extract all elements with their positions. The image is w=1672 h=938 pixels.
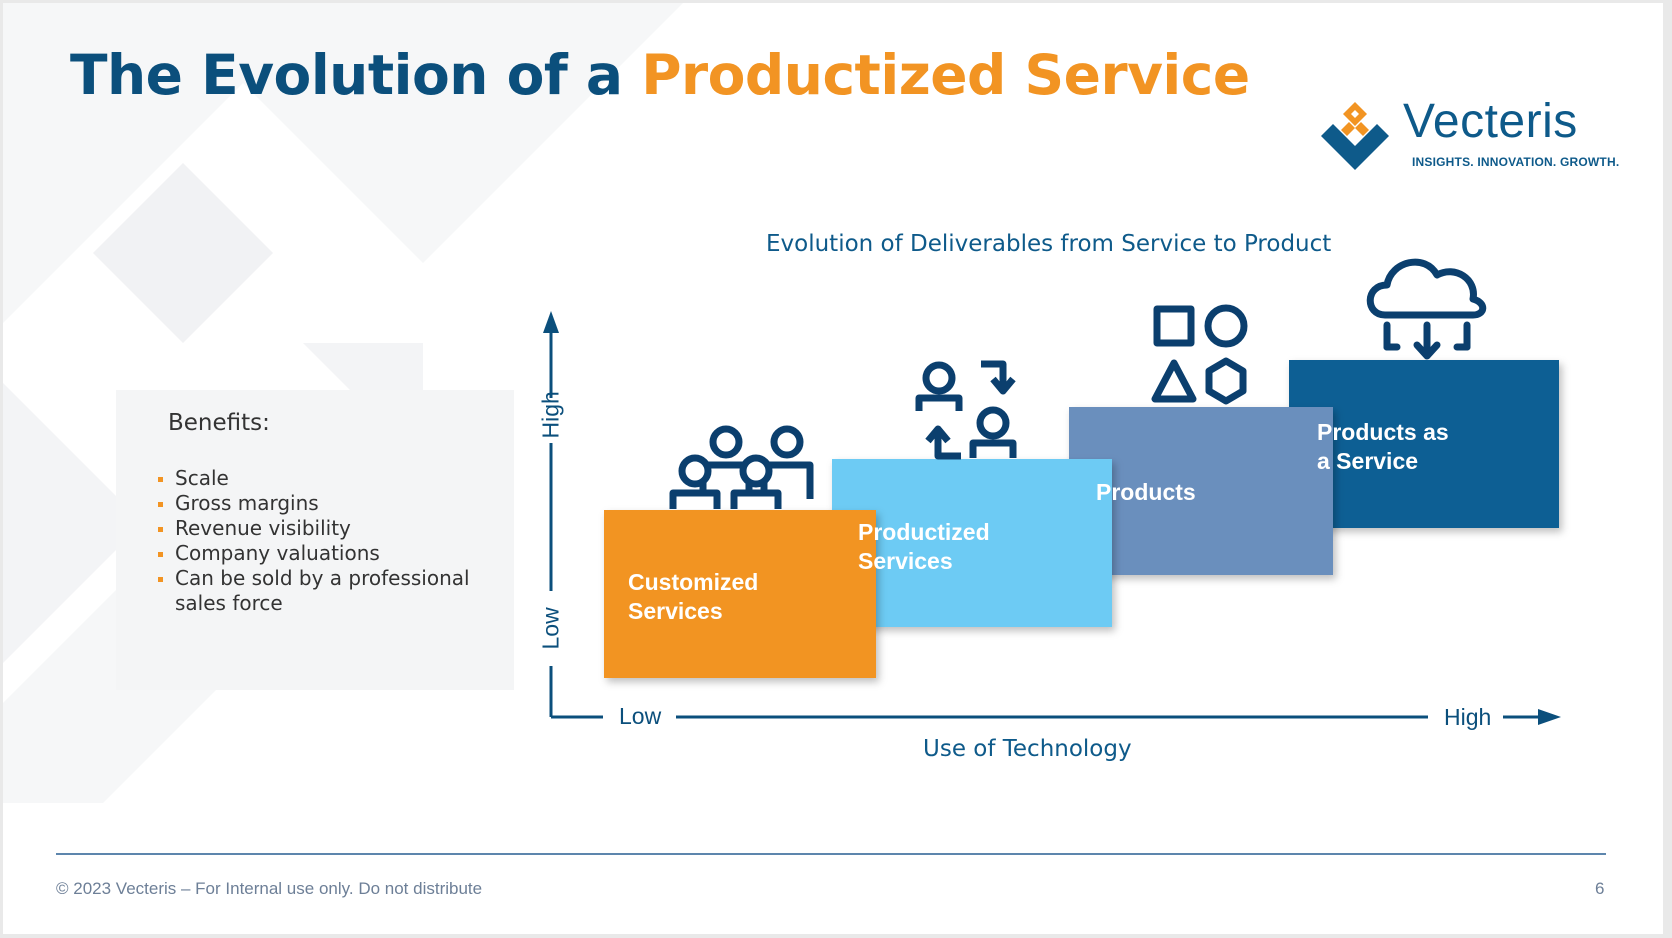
step-label-line: Products as <box>1317 419 1449 445</box>
bullet-icon <box>158 527 163 532</box>
step-label-customized-services: Customized Services <box>628 568 758 626</box>
benefit-text: Gross margins <box>175 491 319 515</box>
evolution-diagram <box>543 258 1561 725</box>
x-axis-title: Use of Technology <box>923 736 1132 762</box>
benefit-text: Company valuations <box>175 541 380 565</box>
people-exchange-icon <box>915 360 1017 460</box>
benefit-item: Revenue visibility <box>158 516 508 541</box>
y-axis-high-label: High <box>537 391 564 439</box>
x-axis-arrow-icon <box>1538 709 1561 725</box>
benefit-text: Revenue visibility <box>175 516 351 540</box>
y-axis-low-label: Low <box>537 607 564 650</box>
slide: The Evolution of a Productized Service V… <box>3 3 1663 934</box>
step-label-productized-services: Productized Services <box>858 518 990 576</box>
page-title: The Evolution of a Productized Service <box>70 43 1250 107</box>
benefit-item: Can be sold by a professional sales forc… <box>158 566 508 616</box>
footer-copyright: © 2023 Vecteris – For Internal use only.… <box>56 879 483 898</box>
logo-tagline: INSIGHTS. INNOVATION. GROWTH. <box>1412 155 1620 169</box>
step-label-line: Products <box>1096 479 1196 505</box>
title-part-highlight: Productized Service <box>641 43 1250 107</box>
step-label-line: a Service <box>1317 448 1419 474</box>
y-axis <box>549 333 603 719</box>
y-axis-arrow-icon <box>543 311 559 333</box>
step-label-line: Productized <box>858 519 990 545</box>
shapes-icon <box>1151 304 1248 405</box>
cloud-download-icon <box>1366 258 1487 360</box>
step-customized-services <box>604 510 876 678</box>
bullet-icon <box>158 577 163 582</box>
benefit-text: Scale <box>175 466 229 490</box>
benefits-panel: Benefits: Scale Gross margins Revenue vi… <box>116 390 514 690</box>
logo-diamond-icon <box>1321 102 1389 170</box>
diagram-title: Evolution of Deliverables from Service t… <box>766 231 1332 257</box>
x-axis-high-label: High <box>1444 704 1492 730</box>
bullet-icon <box>158 477 163 482</box>
step-label-line: Services <box>628 598 723 624</box>
benefit-item: Gross margins <box>158 491 508 516</box>
bullet-icon <box>158 552 163 557</box>
step-label-line: Services <box>858 548 953 574</box>
vecteris-logo: Vecteris INSIGHTS. INNOVATION. GROWTH. <box>1321 98 1621 178</box>
x-axis-low-label: Low <box>619 703 662 729</box>
step-label-products-as-a-service: Products as a Service <box>1317 418 1449 476</box>
page-number: 6 <box>1595 879 1605 898</box>
benefit-text: Can be sold by a professional sales forc… <box>175 566 470 615</box>
step-label-products: Products <box>1096 478 1196 507</box>
benefits-list: Scale Gross margins Revenue visibility C… <box>158 466 508 616</box>
title-part-main: The Evolution of a <box>70 43 642 107</box>
footer-divider <box>56 853 1606 855</box>
people-group-icon <box>669 425 814 509</box>
benefit-item: Company valuations <box>158 541 508 566</box>
bullet-icon <box>158 502 163 507</box>
benefit-item: Scale <box>158 466 508 491</box>
step-label-line: Customized <box>628 569 759 595</box>
logo-name: Vecteris <box>1403 95 1578 148</box>
step-productized-services <box>832 459 1112 651</box>
benefits-heading: Benefits: <box>168 410 270 436</box>
